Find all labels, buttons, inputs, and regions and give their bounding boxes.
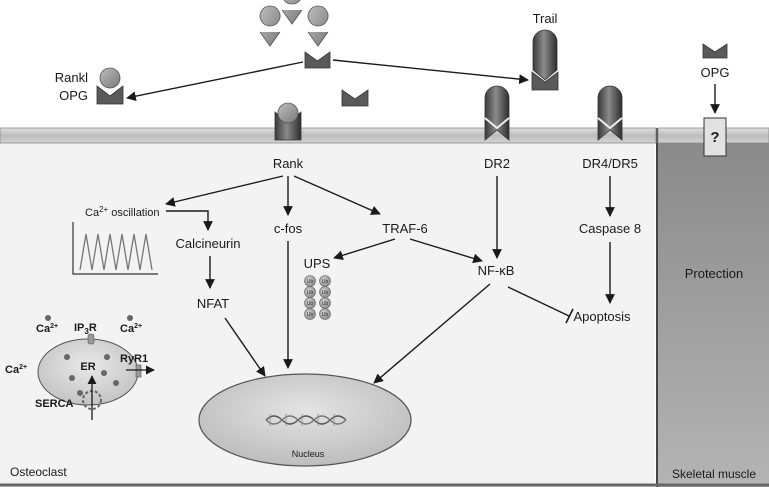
apoptosis-label: Apoptosis	[573, 309, 631, 324]
ubiquitin-bead-label: Ub	[322, 301, 329, 307]
skeletal-muscle-panel	[658, 143, 769, 487]
arrow-traf6-to-nfkb	[409, 238, 483, 264]
arrow-traf6-to-ups	[333, 238, 396, 261]
ubiquitin-bead	[304, 308, 316, 320]
ryr1-label: RyR1	[120, 353, 148, 365]
ca-oscillation-label: Ca2+ oscillation	[85, 205, 160, 219]
calcium-ion-dot	[127, 315, 133, 321]
arrow-nfat-to-nucleus	[224, 317, 266, 377]
calcineurin-label: Calcineurin	[175, 236, 240, 251]
ubiquitin-bead-label: Ub	[322, 312, 329, 318]
unknown-receptor-box	[703, 117, 727, 157]
caspase8-label: Caspase 8	[579, 221, 641, 236]
trail-ligand-icon	[531, 29, 559, 91]
skeletal-muscle-label: Skeletal muscle	[672, 467, 756, 481]
ryr1-channel	[135, 364, 142, 378]
rankl-opg-complex-icon	[96, 67, 124, 105]
inhibit-nfkb-to-apoptosis	[507, 286, 570, 317]
ups-label: UPS	[304, 256, 331, 271]
serca-label: SERCA	[35, 398, 74, 410]
nucleus	[198, 373, 412, 467]
ubiquitin-bead-label: Ub	[307, 312, 314, 318]
endoplasmic-reticulum	[37, 338, 139, 406]
c-fos-label: c-fos	[274, 221, 303, 236]
traf6-label: TRAF-6	[382, 221, 428, 236]
arrow-ca-to-calcineurin	[166, 210, 213, 231]
opg-ligand-muscle	[702, 43, 728, 59]
unknown-receptor-question-mark: ?	[710, 129, 719, 146]
dr4-dr5-label: DR4/DR5	[582, 156, 638, 171]
opg-ligand-free	[341, 89, 369, 107]
ubiquitin-bead-label: Ub	[322, 290, 329, 296]
ubiquitin-bead	[319, 308, 331, 320]
rankl-ligand-top	[281, 0, 303, 25]
osteoclast-label: Osteoclast	[10, 465, 67, 479]
arrow-nfkb-to-nucleus	[373, 283, 491, 384]
rankl-ligand-left	[259, 5, 281, 47]
arrow-rank-to-ca-oscillation	[165, 175, 284, 207]
arrow-to-trail	[332, 59, 529, 84]
nfat-label: NFAT	[197, 296, 229, 311]
nucleus-label: Nucleus	[292, 449, 325, 459]
arrow-to-rankl-opg	[126, 61, 304, 102]
ca-label-top-right: Ca2+	[120, 323, 142, 335]
er-label: ER	[80, 361, 95, 373]
rankl-ligand-right	[307, 5, 329, 47]
ubiquitin-bead-label: Ub	[307, 301, 314, 307]
opg-label-left: OPG	[59, 88, 88, 103]
ip3r-label: IP3R	[74, 322, 97, 336]
ubiquitin-bead-label: Ub	[322, 279, 329, 285]
ubiquitin-bead-label: Ub	[307, 279, 314, 285]
protection-label: Protection	[685, 266, 744, 281]
ip3r-channel	[87, 333, 95, 345]
opg-label-right: OPG	[701, 65, 730, 80]
rank-label: Rank	[273, 156, 304, 171]
ca-label-top-left: Ca2+	[36, 323, 58, 335]
osteoclast-membrane	[0, 127, 657, 144]
nfkb-label: NF-κB	[478, 263, 515, 278]
ca-oscillation-plot	[72, 222, 158, 275]
dr2-receptor	[484, 85, 510, 141]
rank-receptor	[274, 102, 302, 141]
opg-ligand-center	[304, 51, 331, 69]
trail-label: Trail	[533, 11, 558, 26]
ubiquitin-bead-label: Ub	[307, 290, 314, 296]
inhibit-bar	[565, 308, 574, 324]
dr4-dr5-receptor	[597, 85, 623, 141]
ca-label-left: Ca2+	[5, 364, 27, 376]
dr2-label: DR2	[484, 156, 510, 171]
arrow-rank-to-traf6	[293, 175, 381, 215]
calcium-ion-dot	[45, 315, 51, 321]
rankl-label: Rankl	[55, 70, 88, 85]
